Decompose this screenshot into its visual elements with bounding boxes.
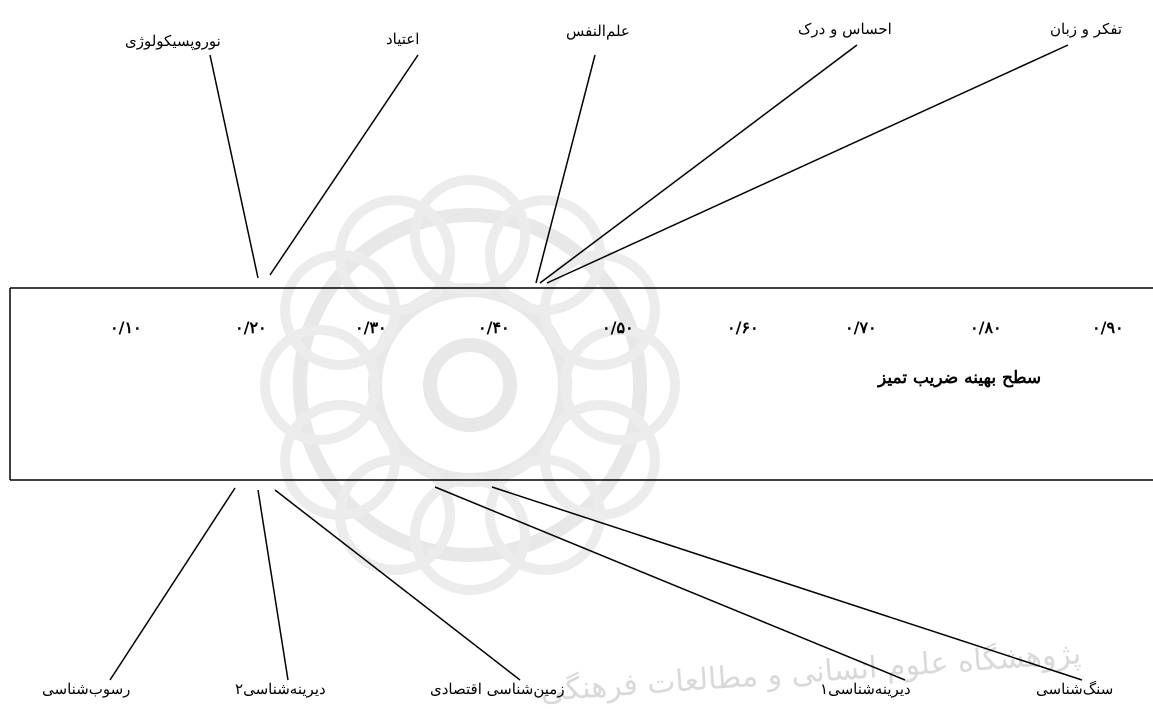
- watermark-petal: [560, 325, 680, 445]
- label-sedimentology: رسوب‌شناسی: [42, 680, 131, 698]
- tick-label: ۰/۹۰: [1092, 318, 1124, 337]
- label-psychology: علم‌النفس: [566, 22, 630, 40]
- label-thinking-language: تفکر و زبان: [1050, 20, 1123, 38]
- watermark-petal: [410, 175, 530, 295]
- tick-label: ۰/۷۰: [845, 318, 877, 337]
- label-sensation-perception: احساس و درک: [798, 20, 892, 38]
- line-petrology: [491, 486, 1083, 681]
- watermark-petal: [485, 454, 605, 575]
- line-thinking-language: [546, 44, 1069, 284]
- line-sensation-perception: [539, 44, 858, 284]
- tick-label: ۰/۸۰: [970, 318, 1002, 337]
- line-economic-geology: [274, 489, 521, 681]
- line-sedimentology: [109, 487, 236, 681]
- tick-label: ۰/۱۰: [110, 318, 142, 337]
- line-paleontology-1: [434, 486, 906, 681]
- label-addiction: اعتیاد: [386, 30, 420, 48]
- tick-label: ۰/۴۰: [478, 318, 510, 337]
- watermark-petal: [260, 325, 380, 445]
- line-paleontology-2: [257, 489, 289, 681]
- label-paleontology-2: دیرینه‌شناسی۲: [235, 680, 326, 698]
- tick-label: ۰/۵۰: [602, 318, 634, 337]
- label-paleontology-1: دیرینه‌شناسی۱: [820, 680, 911, 698]
- watermark-petal: [335, 195, 455, 316]
- line-neuropsychology: [209, 54, 259, 279]
- watermark-petal: [280, 400, 401, 520]
- watermark-petal: [539, 250, 660, 370]
- label-economic-geology: زمین‌شناسی اقتصادی: [430, 680, 565, 698]
- tick-label: ۰/۳۰: [355, 318, 387, 337]
- tick-label: ۰/۲۰: [235, 318, 267, 337]
- tick-label: ۰/۶۰: [727, 318, 759, 337]
- line-psychology: [535, 54, 596, 284]
- label-petrology: سنگ‌شناسی: [1036, 680, 1114, 698]
- line-addiction: [269, 54, 419, 276]
- scale-caption: سطح بهینه ضریب تمیز: [878, 368, 1042, 388]
- label-neuropsychology: نوروپسیکولوژی: [125, 32, 221, 50]
